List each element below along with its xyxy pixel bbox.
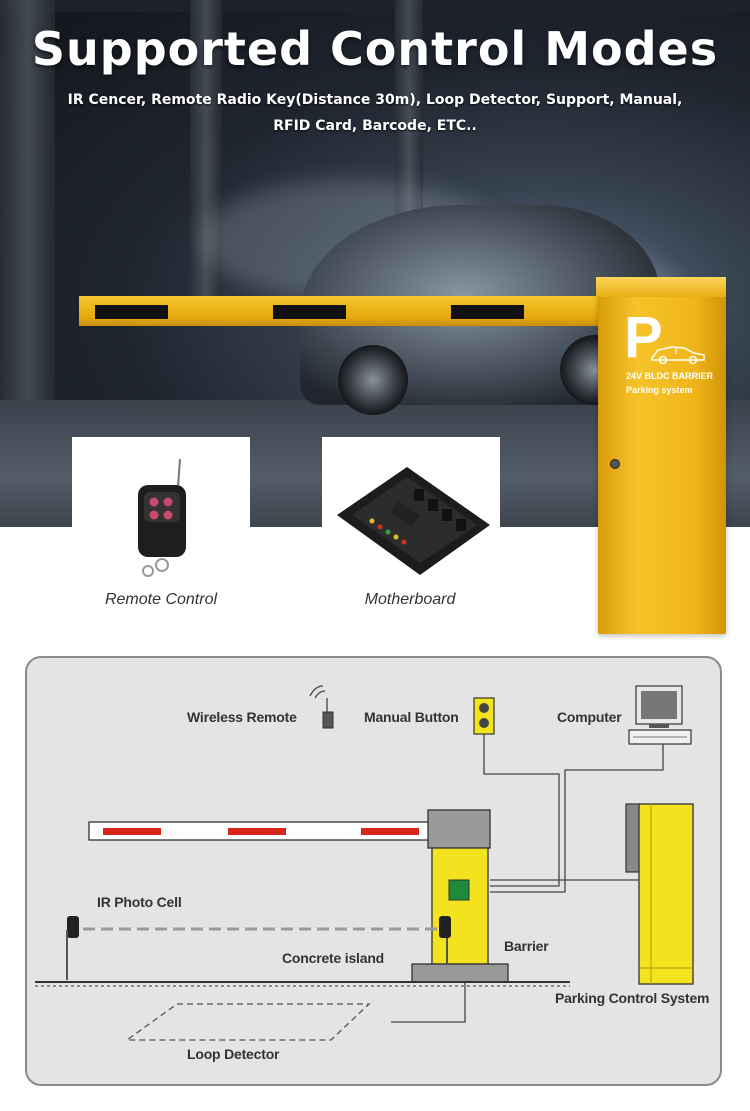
ir-photo-cell-icon — [66, 916, 437, 980]
diagram-drawing — [35, 685, 694, 1041]
diagram-boom — [88, 809, 491, 849]
boom-reflector — [273, 305, 346, 319]
parking-control-system-label: Parking Control System — [555, 990, 710, 1006]
page-title: Supported Control Modes — [31, 22, 719, 76]
manual-button-label: Manual Button — [364, 709, 459, 725]
ceiling-beam — [0, 0, 750, 12]
ground-line — [35, 981, 570, 987]
pillar-right — [395, 0, 423, 240]
manual-button-icon — [473, 697, 495, 735]
wireless-remote-icon — [309, 685, 334, 729]
remote-control-icon — [138, 458, 186, 577]
cabinet-lid — [596, 277, 726, 297]
wiring-diagram: Wireless Remote Manual Button Computer I… — [25, 656, 722, 1086]
ir-photo-cell-label: IR Photo Cell — [97, 894, 182, 910]
car-wheel — [338, 345, 408, 415]
motherboard-card — [322, 437, 500, 582]
barrier-label: Barrier — [504, 938, 549, 954]
modes-subtitle-line-2: RFID Card, Barcode, ETC.. — [273, 118, 477, 134]
keyhole-icon — [610, 459, 620, 469]
wireless-remote-label: Wireless Remote — [187, 709, 297, 725]
computer-label: Computer — [557, 709, 622, 725]
hero-banner: Supported Control Modes IR Cencer, Remot… — [0, 0, 750, 527]
remote-control-card — [72, 437, 250, 582]
parking-control-cabinet-icon — [625, 803, 694, 985]
boom-reflector — [95, 305, 168, 319]
cabinet-model-label: 24V BLDC BARRIER — [626, 371, 714, 381]
car-logo-icon — [651, 346, 705, 365]
modes-subtitle-line-1: IR Cencer, Remote Radio Key(Distance 30m… — [67, 92, 683, 108]
computer-icon — [628, 685, 692, 745]
parking-p-logo: P — [624, 305, 663, 370]
loop-detector-icon — [124, 1003, 371, 1041]
pillar-left — [0, 0, 55, 420]
remote-control-caption: Remote Control — [104, 591, 218, 608]
pillar-center — [190, 0, 222, 300]
boom-reflector — [451, 305, 524, 319]
motherboard-caption: Motherboard — [364, 591, 456, 608]
barrier-post-icon — [411, 847, 509, 983]
barrier-boom-arm — [79, 296, 609, 326]
loop-detector-label: Loop Detector — [187, 1046, 280, 1062]
control-wiring — [391, 734, 664, 1023]
motherboard-icon — [337, 467, 490, 575]
barrier-cabinet: P 24V BLDC BARRIER Parking system — [596, 277, 726, 634]
concrete-island-label: Concrete island — [282, 950, 385, 966]
cabinet-subtitle: Parking system — [626, 385, 693, 395]
